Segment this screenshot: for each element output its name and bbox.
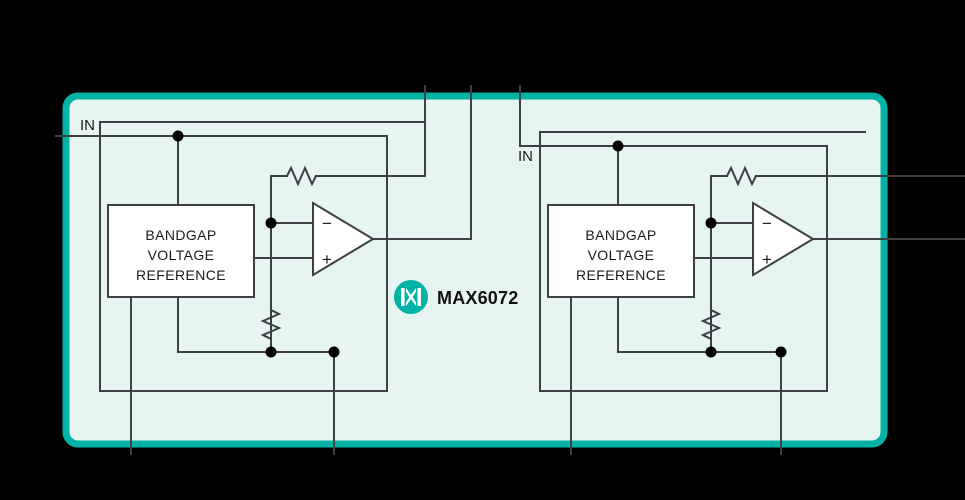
chA-in-pin-label: IN [80,117,95,134]
chB-bandgap-line3: REFERENCE [576,267,666,283]
chA-bandgap-block: BANDGAP VOLTAGE REFERENCE [107,204,255,298]
chB-fb-resistor-body [725,165,758,187]
chB-bandgap-line1: BANDGAP [585,227,656,243]
maxim-logo-glyph [401,288,421,306]
chA-opamp-minus-sign: − [322,214,332,233]
part-branding: MAX6072 [394,280,518,314]
junction-dot-layer [172,130,787,358]
chA-bandgap-line1: BANDGAP [145,227,216,243]
chA-opamp-plus-sign: + [322,250,332,269]
maxim-logo-bowtie [406,288,416,306]
chB-opamp: − + [752,201,815,277]
chB-junction-out-pin [775,346,787,358]
chB-bandgap-line2: VOLTAGE [588,247,655,263]
chB-lower-res-body [700,308,722,341]
chA-fb-resistor-body [285,165,318,187]
chA-junction-inverting [265,217,277,229]
chA-opamp-triangle [312,201,375,277]
chB-opamp-plus-sign: + [762,250,772,269]
chB-junction-supply [612,140,624,152]
chA-opamp: − + [312,201,375,277]
chB-in-pin-label: IN [518,148,533,165]
chA-lower-res-body [260,308,282,341]
chA-junction-res-bottom [265,346,277,358]
chB-bandgap-block: BANDGAP VOLTAGE REFERENCE [547,204,695,298]
wire-layer [55,85,965,455]
chB-opamp-triangle [752,201,815,277]
chB-junction-res-bottom [705,346,717,358]
chA-bandgap-line3: REFERENCE [136,267,226,283]
chA-bandgap-box [107,204,255,298]
chA-junction-supply [172,130,184,142]
chB-junction-inverting [705,217,717,229]
chB-opamp-minus-sign: − [762,214,772,233]
maxim-logo-right-bar [417,288,421,306]
part-number-label: MAX6072 [437,288,518,308]
chA-bandgap-line2: VOLTAGE [148,247,215,263]
chB-bandgap-box [547,204,695,298]
chA-junction-out-pin [328,346,340,358]
maxim-logo-left-bar [401,288,405,306]
